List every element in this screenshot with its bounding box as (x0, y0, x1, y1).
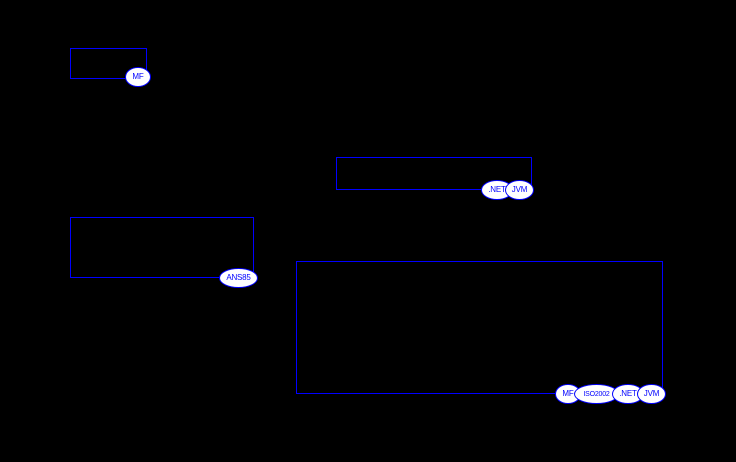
badge-jvm[interactable]: JVM (637, 384, 666, 404)
timeline-bar-2[interactable] (336, 157, 532, 190)
timeline-bar-3[interactable] (70, 217, 254, 278)
badge-mf[interactable]: MF (125, 67, 151, 87)
timeline-bar-4[interactable] (296, 261, 663, 394)
badge-mf[interactable]: MF (555, 384, 581, 404)
timeline-bar-1[interactable] (70, 48, 147, 79)
badge-net[interactable]: .NET (481, 180, 513, 200)
badge-jvm[interactable]: JVM (505, 180, 534, 200)
badge-ans85[interactable]: ANS85 (219, 268, 258, 288)
